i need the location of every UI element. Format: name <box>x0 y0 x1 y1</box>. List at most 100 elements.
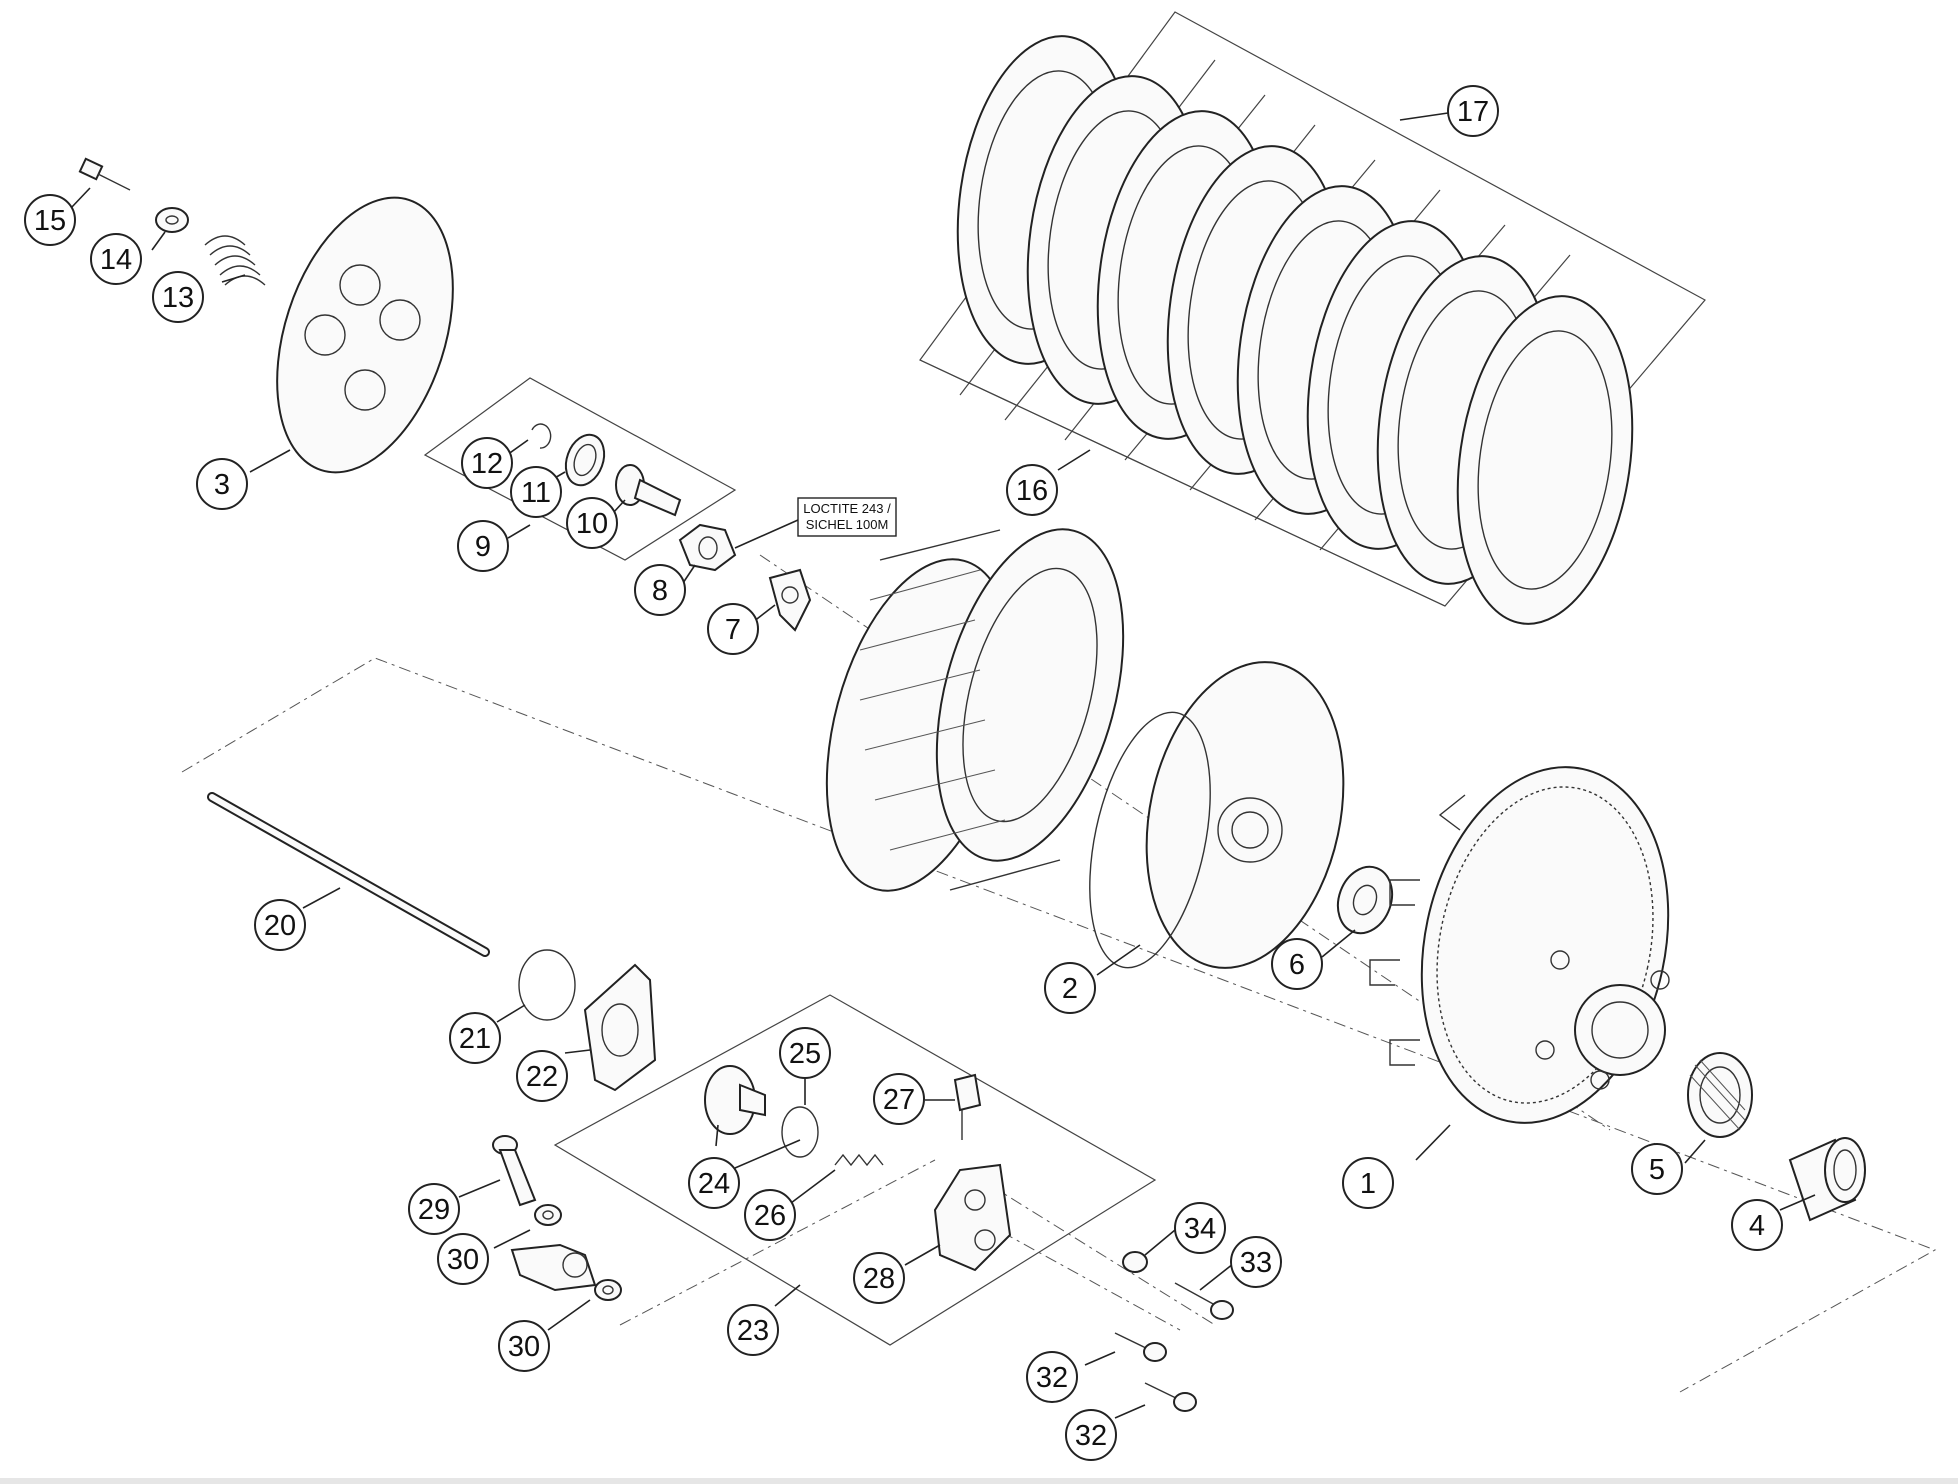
callout-circle <box>1044 962 1096 1014</box>
part-pressure-plate-3 <box>276 196 454 474</box>
callout-circle <box>152 271 204 323</box>
callout-5: 5 <box>1631 1143 1683 1195</box>
callout-number: 28 <box>863 1263 895 1295</box>
callout-circle <box>853 1252 905 1304</box>
callout-circle <box>457 520 509 572</box>
callout-circle <box>90 233 142 285</box>
callout-circle <box>634 564 686 616</box>
callout-bubbles: 1234567891011121314151617202122232425262… <box>24 85 1783 1461</box>
part-o-ring-25 <box>781 1106 819 1158</box>
callout-number: 27 <box>883 1084 915 1116</box>
part-outer-basket-1 <box>1369 766 1670 1124</box>
callout-number: 30 <box>508 1331 540 1363</box>
part-spring-26 <box>834 1153 884 1167</box>
callout-circle <box>1026 1351 1078 1403</box>
callout-circle <box>1342 1157 1394 1209</box>
part-lock-washer-7 <box>768 568 812 632</box>
part-piston-24 <box>704 1065 766 1135</box>
callout-number: 9 <box>475 531 491 563</box>
leader-lines <box>70 112 1816 1419</box>
callout-number: 30 <box>447 1244 479 1276</box>
callout-circle <box>727 1304 779 1356</box>
callout-29: 29 <box>408 1183 460 1235</box>
part-screw-33 <box>1174 1282 1234 1320</box>
callout-21: 21 <box>449 1012 501 1064</box>
callout-3: 3 <box>196 458 248 510</box>
part-washer-30b <box>594 1279 622 1301</box>
callout-circle <box>688 1157 740 1209</box>
callout-11: 11 <box>510 466 562 518</box>
callout-circle <box>566 497 618 549</box>
part-push-rod-20 <box>207 792 490 957</box>
callout-circle <box>449 1012 501 1064</box>
part-screw-32b <box>1144 1382 1197 1412</box>
callout-24: 24 <box>688 1157 740 1209</box>
group-9-frame <box>423 377 737 561</box>
callout-15: 15 <box>24 194 76 246</box>
callout-25: 25 <box>779 1027 831 1079</box>
callout-number: 34 <box>1184 1213 1216 1245</box>
part-nut-8 <box>678 523 737 572</box>
callout-number: 11 <box>521 477 551 509</box>
part-bushing-4 <box>1788 1137 1866 1222</box>
part-clutch-plates <box>956 35 1634 625</box>
callout-number: 2 <box>1062 973 1078 1005</box>
callout-number: 32 <box>1036 1362 1068 1394</box>
callout-number: 5 <box>1649 1154 1665 1186</box>
part-needle-bearing-5 <box>1687 1052 1753 1138</box>
part-pusher-10 <box>615 464 682 517</box>
callout-number: 10 <box>576 508 608 540</box>
note-line-2: SICHEL 100M <box>806 517 889 532</box>
callout-23: 23 <box>727 1304 779 1356</box>
callout-34: 34 <box>1174 1202 1226 1254</box>
callout-circle <box>498 1320 550 1372</box>
part-washer-14 <box>155 207 189 233</box>
callout-30a: 30 <box>437 1233 489 1285</box>
callout-26: 26 <box>744 1189 796 1241</box>
callout-30b: 30 <box>498 1320 550 1372</box>
part-banjo-fitting <box>510 1243 597 1292</box>
callout-circle <box>437 1233 489 1285</box>
callout-circle <box>408 1183 460 1235</box>
callout-number: 8 <box>652 575 668 607</box>
callout-28: 28 <box>853 1252 905 1304</box>
callout-number: 4 <box>1749 1210 1765 1242</box>
callout-17: 17 <box>1447 85 1499 137</box>
part-screw-34 <box>1122 1251 1148 1273</box>
callout-9: 9 <box>457 520 509 572</box>
callout-number: 21 <box>459 1023 491 1055</box>
callout-1: 1 <box>1342 1157 1394 1209</box>
part-plate-stack <box>825 528 1125 892</box>
callout-number: 25 <box>789 1038 821 1070</box>
callout-circle <box>516 1050 568 1102</box>
callout-number: 16 <box>1016 475 1048 507</box>
callout-number: 7 <box>725 614 741 646</box>
callout-number: 23 <box>737 1315 769 1347</box>
callout-circle <box>1731 1199 1783 1251</box>
callout-32a: 32 <box>1026 1351 1078 1403</box>
callout-number: 33 <box>1240 1247 1272 1279</box>
callout-circle <box>510 466 562 518</box>
part-inner-hub-2 <box>1089 661 1345 969</box>
callout-number: 32 <box>1075 1420 1107 1452</box>
callout-number: 20 <box>264 910 296 942</box>
callout-number: 3 <box>214 469 230 501</box>
part-ring-12 <box>531 423 552 449</box>
callout-circle <box>461 437 513 489</box>
callout-circle <box>744 1189 796 1241</box>
callout-number: 17 <box>1457 96 1489 128</box>
callout-2: 2 <box>1044 962 1096 1014</box>
part-bolt-15 <box>78 157 131 191</box>
callout-13: 13 <box>152 271 204 323</box>
callout-number: 6 <box>1289 949 1305 981</box>
callout-circle <box>1174 1202 1226 1254</box>
callout-12: 12 <box>461 437 513 489</box>
part-gasket-22 <box>583 963 657 1092</box>
part-washer-6 <box>1336 865 1394 935</box>
callout-number: 13 <box>162 282 194 314</box>
callout-number: 15 <box>34 205 66 237</box>
callout-number: 14 <box>100 244 132 276</box>
callout-20: 20 <box>254 899 306 951</box>
callout-circle <box>1447 85 1499 137</box>
